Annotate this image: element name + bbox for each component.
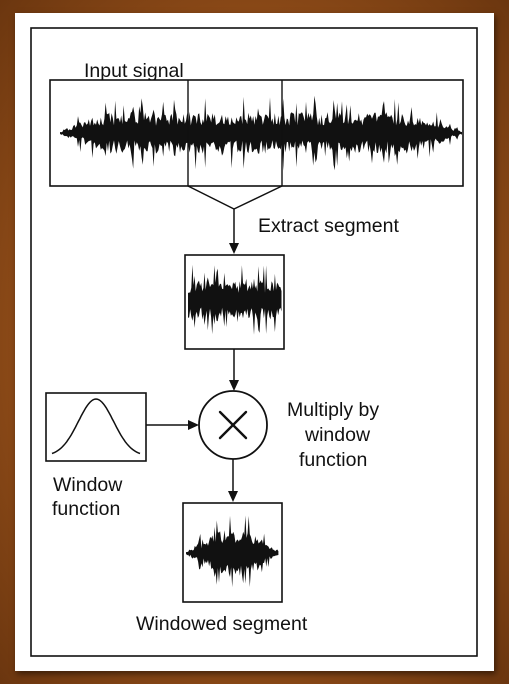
arrow-down-icon (229, 380, 239, 391)
input-signal-label: Input signal (84, 60, 184, 82)
window-function-box (45, 392, 147, 462)
window-function-curve (51, 398, 141, 455)
multiply-label-line1: Multiply by (287, 399, 379, 421)
arrow-right-icon (188, 420, 199, 430)
window-function-label-line2: function (52, 498, 120, 520)
multiply-label-line2: window (304, 424, 371, 446)
arrow-down-icon (228, 491, 238, 502)
multiply-label-line3: function (299, 449, 367, 471)
windowed-segment-label: Windowed segment (136, 613, 308, 635)
windowed-segment-waveform (186, 515, 279, 588)
extract-segment-label: Extract segment (258, 215, 399, 237)
windowed-segment-box (182, 502, 283, 603)
arrow-down-icon (229, 243, 239, 254)
input-signal-waveform (60, 95, 462, 171)
input-signal-box (49, 79, 464, 187)
multiply-x-icon (218, 410, 248, 440)
window-function-label-line1: Window (53, 474, 123, 496)
extracted-segment-waveform (188, 264, 282, 335)
extracted-segment-box (184, 254, 285, 350)
multiply-node (198, 390, 268, 460)
extract-connector (187, 185, 283, 245)
diagram-frame (30, 27, 478, 657)
